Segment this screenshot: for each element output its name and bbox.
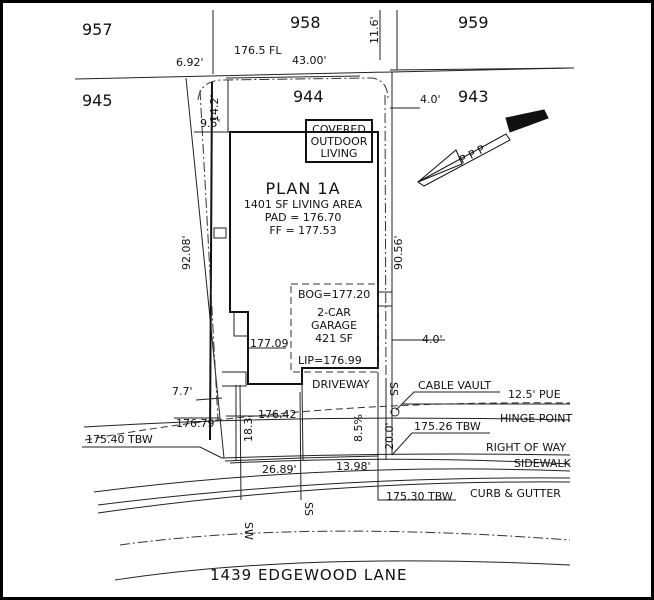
covered-line-1: COVERED (312, 123, 366, 136)
pue-line (84, 402, 571, 441)
leader-cable-vault (395, 391, 500, 411)
pad-elevation: PAD = 176.70 (265, 211, 342, 224)
dim-116: 11.6' (368, 16, 381, 44)
bog-elevation: BOG=177.20 (298, 288, 370, 301)
ss-label-right: SS (387, 382, 400, 396)
dim-692: 6.92' (176, 56, 204, 69)
dim-85: 8.5% (352, 414, 365, 442)
lot-957: 957 (82, 20, 113, 39)
right-of-way-line (221, 453, 571, 459)
dim-1398: 13.98' (336, 460, 371, 473)
street-name: 1439 EDGEWOOD LANE (210, 566, 408, 584)
ss-label-left: SS (302, 502, 315, 516)
sidewalk-label: SIDEWALK (514, 457, 572, 470)
sidewalk-front (97, 481, 571, 514)
lot-945: 945 (82, 91, 113, 110)
lot-944: 944 (293, 87, 324, 106)
covered-line-2: OUTDOOR (311, 135, 368, 148)
dim-line-2689 (224, 457, 301, 462)
dim-183: 18.3' (242, 414, 255, 442)
ac-pad (222, 371, 247, 387)
left-setback-line (209, 81, 213, 441)
tbw-17530: 175.30 TBW (386, 490, 453, 503)
tbw-17526: 175.26 TBW (414, 420, 481, 433)
utility-box (213, 227, 227, 239)
cable-vault-label: CABLE VAULT (418, 379, 491, 392)
lot-943: 943 (458, 87, 489, 106)
garage-side-door (378, 291, 393, 307)
leader-tbw1 (82, 446, 223, 459)
plan-title: PLAN 1A (265, 179, 340, 198)
dim-9208: 92.08' (180, 235, 193, 270)
tbw-17540: 175.40 TBW (86, 433, 153, 446)
hinge-line (83, 417, 571, 428)
driveway-left-edge (301, 383, 304, 461)
leader-tbw3 (377, 463, 456, 501)
ff-elevation: FF = 177.53 (269, 224, 336, 237)
covered-line-3: LIVING (321, 147, 358, 160)
cable-vault-symbol (390, 407, 400, 417)
north-arrow-icon: P P P (417, 109, 549, 187)
elev-17679: 176.79 (176, 417, 215, 430)
lot-958: 958 (290, 13, 321, 32)
right-of-way-label: RIGHT OF WAY (486, 441, 566, 454)
dim-1765-fl: 176.5 FL (234, 44, 282, 57)
garage-line-1: 2-CAR (317, 306, 351, 319)
dim-line-1398 (299, 455, 379, 459)
sewer-lateral (299, 391, 302, 501)
curb-gutter-label: CURB & GUTTER (470, 487, 561, 500)
hinge-point-label: HINGE POINT (500, 412, 572, 425)
dim-95: 9.5' (200, 117, 221, 130)
pue-label: 12.5' PUE (508, 388, 561, 401)
dim-2689: 26.89' (262, 463, 297, 476)
left-swale-line (199, 89, 219, 421)
water-lateral (239, 384, 242, 501)
garage-line-2: GARAGE (311, 319, 357, 332)
street-centerline (119, 530, 571, 546)
rear-property-line (74, 67, 571, 80)
dim-line-77 (195, 397, 223, 401)
street-far-edge (114, 560, 571, 581)
dim-9056: 90.56' (392, 235, 405, 270)
dim-40-mid: 4.0' (422, 333, 443, 346)
sw-label: SW (242, 522, 255, 540)
curb-line (229, 458, 571, 465)
left-property-line (185, 77, 225, 459)
lip-elevation: LIP=176.99 (298, 354, 362, 367)
envelope-arc (197, 77, 389, 101)
dim-40-top: 4.0' (420, 93, 441, 106)
dim-77: 7.7' (172, 385, 193, 398)
dim-line-43 (225, 75, 361, 79)
sidewalk-back (93, 468, 571, 493)
lot-959: 959 (458, 13, 489, 32)
dim-142: 14.2' (208, 94, 221, 122)
elev-17709: 177.09 (250, 337, 289, 350)
driveway-label: DRIVEWAY (312, 378, 370, 391)
elev-17642: 176.42 (258, 408, 297, 421)
dim-4300: 43.00' (292, 54, 327, 67)
gutter-line (97, 477, 571, 506)
living-area: 1401 SF LIVING AREA (244, 198, 363, 211)
entry-porch (230, 311, 248, 337)
dim-200: 20.0' (383, 422, 396, 450)
covered-patio (305, 119, 373, 163)
lot-line-943-rear (389, 67, 575, 71)
leader-tbw2 (391, 432, 490, 456)
right-swale-line (384, 94, 387, 381)
garage-line-3: 421 SF (315, 332, 353, 345)
